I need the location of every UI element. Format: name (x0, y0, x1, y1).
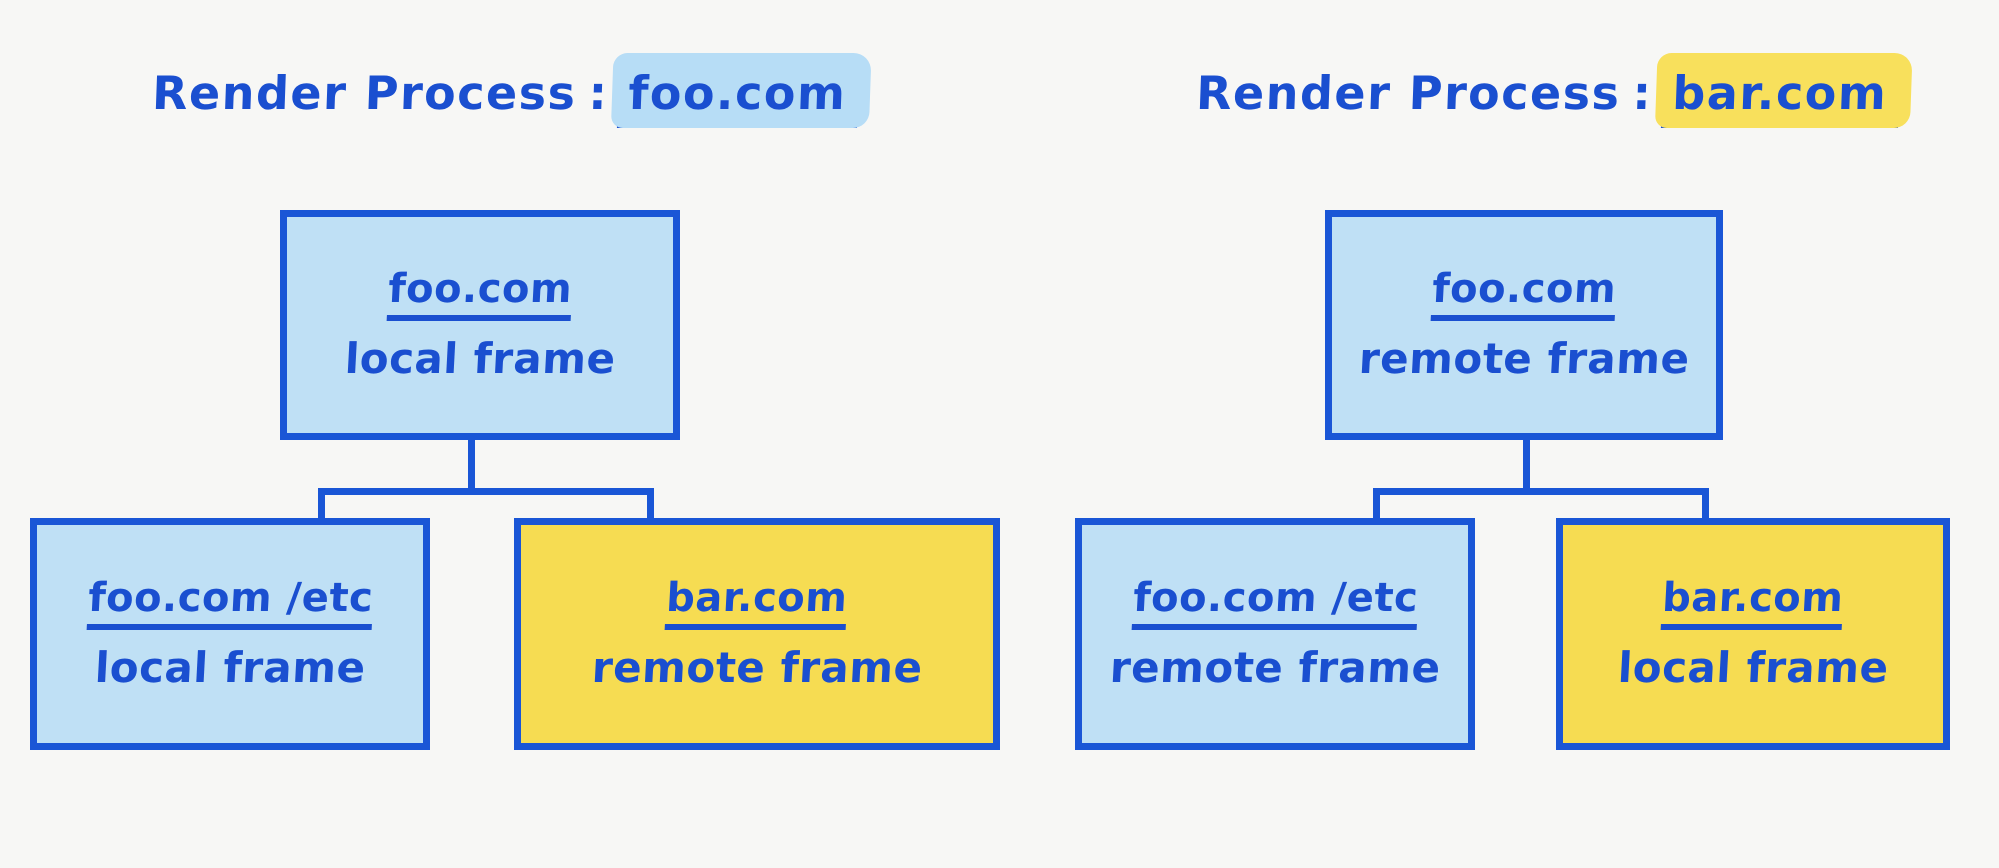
left-title-host: foo.com (611, 53, 872, 128)
right-title-label: Render Process (1195, 66, 1622, 120)
right-root-kind: remote frame (1357, 334, 1691, 384)
right-child-1-host: foo.com /etc (1131, 575, 1419, 631)
right-child-1-kind: remote frame (1108, 643, 1442, 693)
right-connector-branch-1 (1373, 488, 1380, 526)
left-root-kind: local frame (343, 334, 617, 384)
right-connector-trunk (1523, 438, 1530, 494)
left-child-1-kind: local frame (93, 643, 367, 693)
left-child-1-host: foo.com /etc (86, 575, 374, 631)
left-child-2-host: bar.com (665, 575, 849, 631)
left-title-label: Render Process (151, 66, 578, 120)
right-child-node-1[interactable]: foo.com /etc remote frame (1075, 518, 1475, 750)
right-child-node-2[interactable]: bar.com local frame (1556, 518, 1950, 750)
left-root-host: foo.com (386, 266, 573, 322)
left-title-host-text: foo.com (627, 66, 848, 120)
left-connector-trunk (468, 438, 475, 494)
left-child-2-kind: remote frame (590, 643, 924, 693)
right-connector-branch-2 (1702, 488, 1709, 526)
right-child-2-host: bar.com (1661, 575, 1845, 631)
left-connector-bar (318, 488, 654, 495)
left-diagram-title: Render Process : foo.com (151, 53, 872, 128)
right-title-host-text: bar.com (1671, 66, 1889, 120)
left-connector-branch-2 (647, 488, 654, 526)
right-diagram-title: Render Process : bar.com (1195, 53, 1913, 128)
right-connector-bar (1373, 488, 1709, 495)
right-root-node[interactable]: foo.com remote frame (1325, 210, 1723, 440)
right-root-host: foo.com (1430, 266, 1617, 322)
left-child-node-2[interactable]: bar.com remote frame (514, 518, 1000, 750)
left-child-node-1[interactable]: foo.com /etc local frame (30, 518, 430, 750)
left-root-node[interactable]: foo.com local frame (280, 210, 680, 440)
left-connector-branch-1 (318, 488, 325, 526)
right-title-host: bar.com (1655, 53, 1913, 128)
right-child-2-kind: local frame (1616, 643, 1890, 693)
